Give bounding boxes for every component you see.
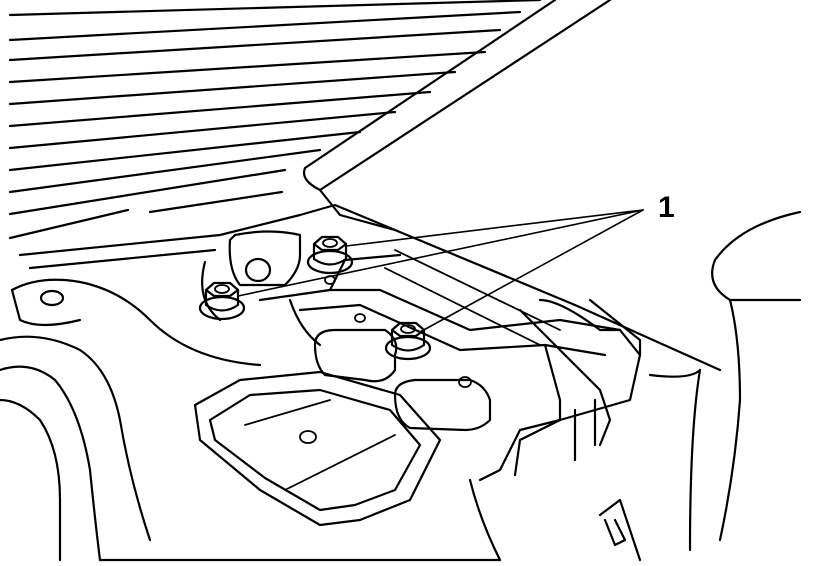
callout-label-1: 1 xyxy=(658,191,675,224)
nut-right xyxy=(384,321,432,361)
bracket xyxy=(201,230,302,322)
floor-recesses xyxy=(193,298,492,527)
rear-seat xyxy=(98,210,802,562)
callout-leaders xyxy=(237,209,644,333)
rear-window xyxy=(8,0,612,240)
nut-center xyxy=(306,235,354,275)
floor-member xyxy=(258,249,642,482)
package-tray xyxy=(18,188,722,372)
nut-left xyxy=(198,281,246,321)
left-side-panel xyxy=(0,278,262,562)
